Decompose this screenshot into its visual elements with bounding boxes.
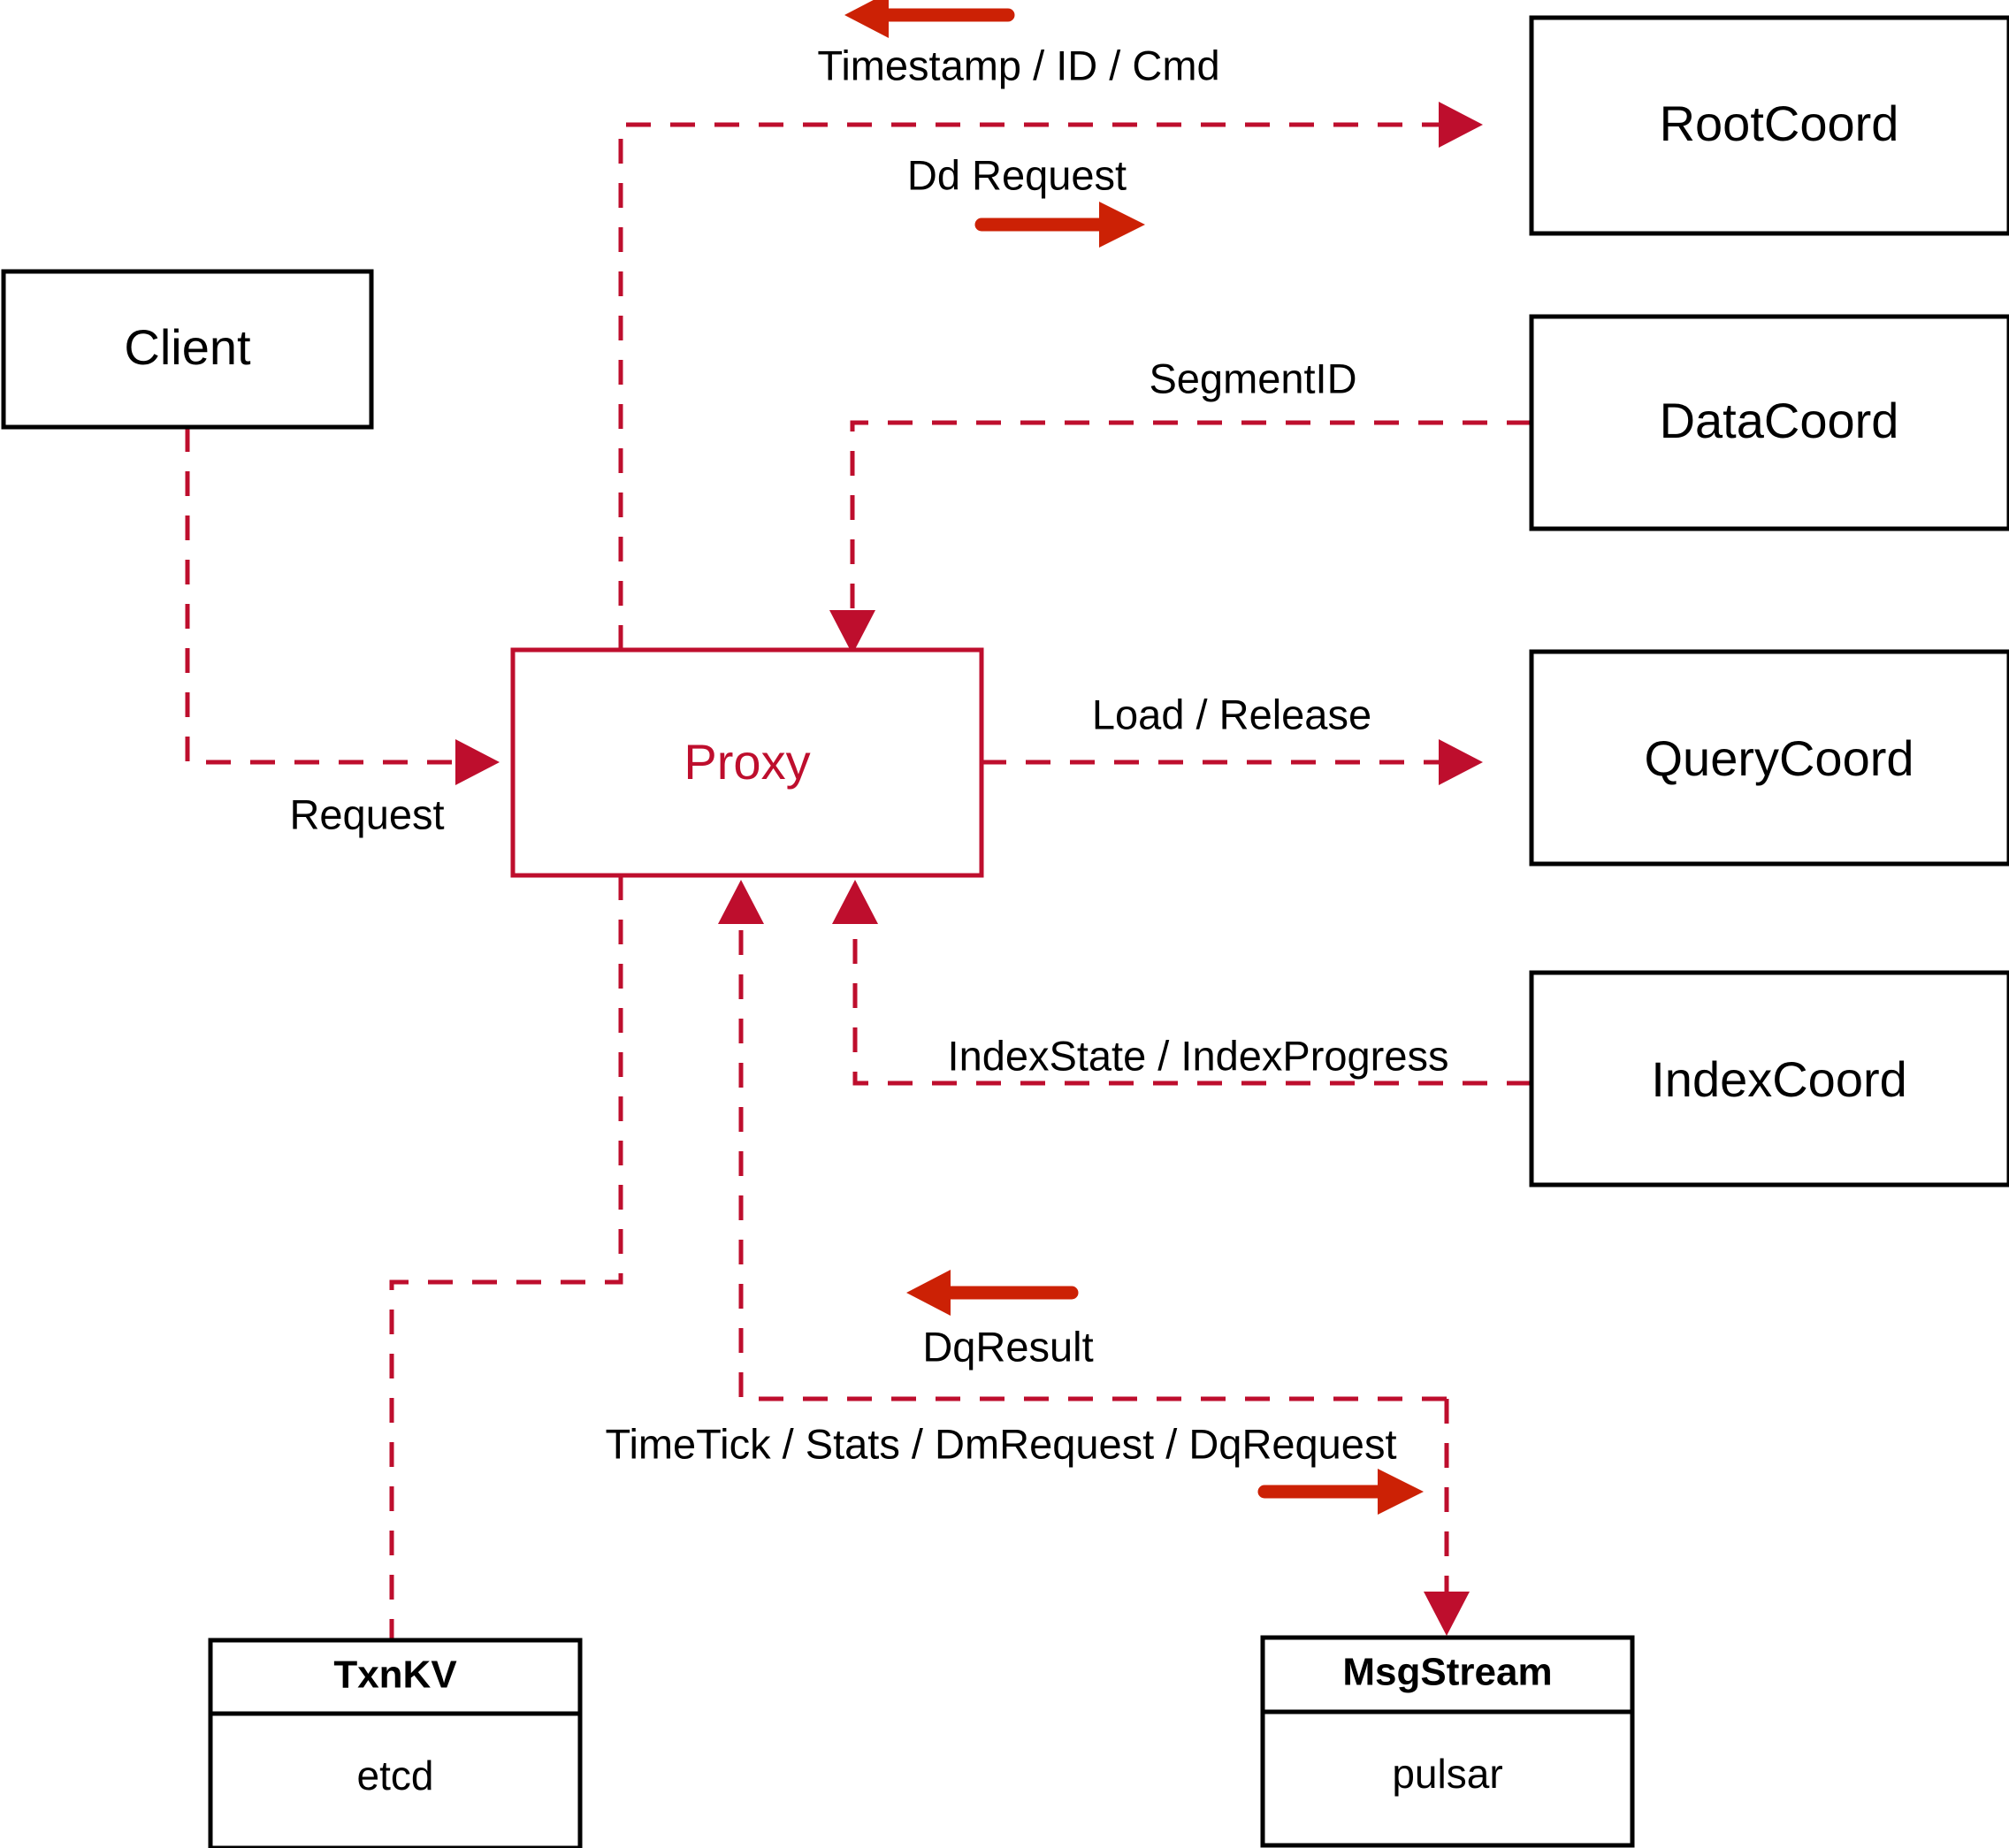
node-datacoord[interactable]: DataCoord [1529,314,2009,531]
node-proxy[interactable]: Proxy [510,647,984,878]
edge-label-segmentid: SegmentID [1149,355,1356,401]
edge-indexstate-path [832,880,1532,1086]
node-indexcoord[interactable]: IndexCoord [1529,970,2009,1187]
node-client[interactable]: Client [1,269,374,430]
node-msgstream-impl: pulsar [1392,1751,1502,1797]
edge-label-timetick: TimeTick / Stats / DmRequest / DqRequest [605,1420,1396,1467]
node-txnkv-title: TxnKV [333,1653,457,1697]
edge-txnkv-path [389,875,623,1640]
edge-label-load-release: Load / Release [1092,691,1371,737]
node-client-label: Client [124,319,251,375]
node-msgstream-title: MsgStream [1342,1651,1552,1694]
direction-arrow-timestamp [844,0,1015,38]
node-querycoord-label: QueryCoord [1644,730,1914,786]
direction-arrow-dq-result [906,1270,1079,1316]
edge-label-dq-result: DqResult [922,1323,1093,1370]
node-txnkv[interactable]: TxnKV etcd [208,1638,583,1848]
node-txnkv-impl: etcd [357,1753,434,1798]
direction-arrow-dd-request [974,202,1145,248]
node-msgstream[interactable]: MsgStream pulsar [1260,1635,1635,1848]
edge-msgstream-in-path [718,880,1447,1401]
node-rootcoord[interactable]: RootCoord [1529,15,2009,236]
node-rootcoord-label: RootCoord [1660,95,1899,151]
edge-label-request: Request [289,790,444,837]
edge-label-timestamp: Timestamp / ID / Cmd [817,42,1219,88]
node-datacoord-label: DataCoord [1660,393,1899,448]
edge-segmentid-path [829,420,1532,654]
direction-arrow-timetick [1257,1469,1424,1515]
edge-label-dd-request: Dd Request [907,151,1127,198]
edge-request-path [185,427,500,785]
node-querycoord[interactable]: QueryCoord [1529,649,2009,867]
edge-label-index-state: IndexState / IndexProgress [948,1032,1449,1079]
node-proxy-label: Proxy [684,734,810,790]
node-indexcoord-label: IndexCoord [1651,1051,1907,1107]
